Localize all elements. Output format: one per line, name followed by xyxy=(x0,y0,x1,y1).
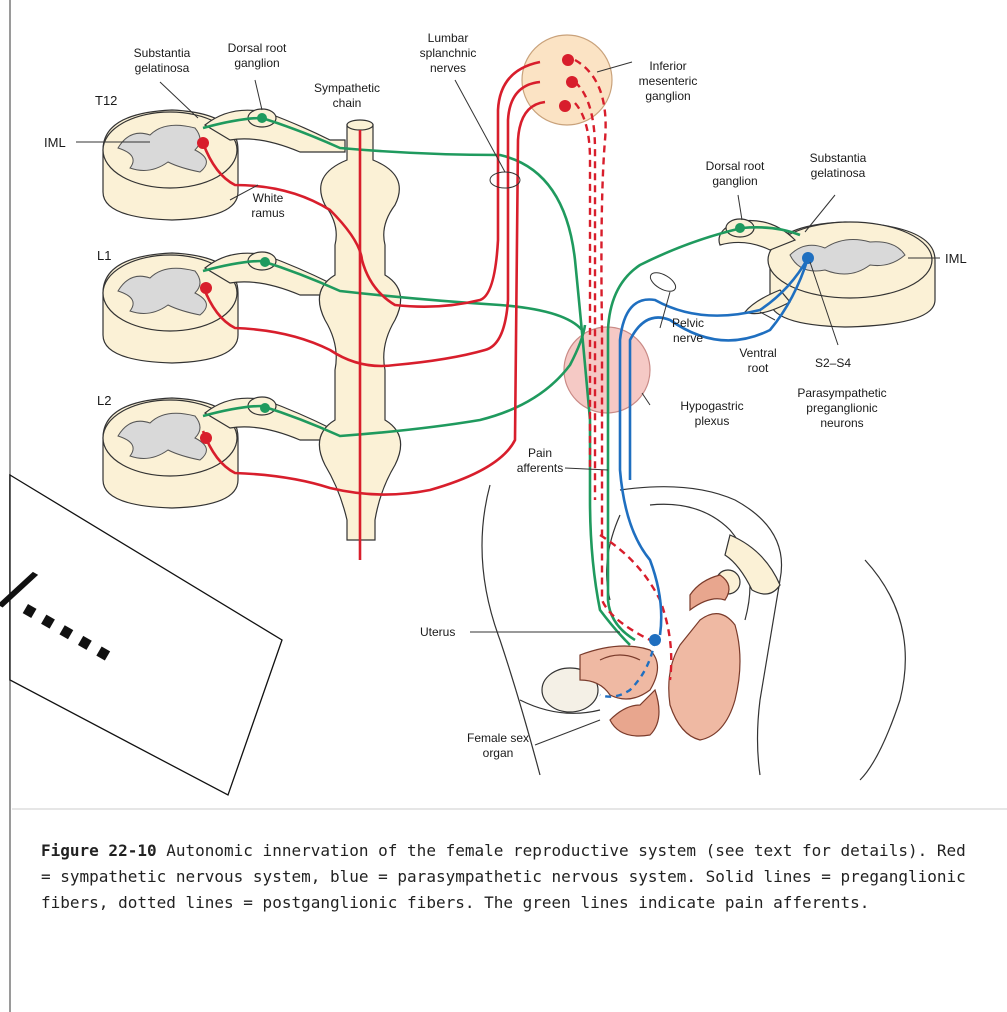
label-iml-right: IML xyxy=(945,251,967,266)
pelvic-nerve-bundle xyxy=(647,269,678,295)
label-iml-left: IML xyxy=(44,135,66,150)
splanchnic-nerve-bundle xyxy=(490,172,520,188)
caption-figure-number: Figure 22-10 xyxy=(41,841,157,860)
label-uterus: Uterus xyxy=(420,625,455,639)
label-t12: T12 xyxy=(95,93,117,108)
label-s2-s4: S2–S4 xyxy=(815,356,851,370)
label-l1: L1 xyxy=(97,248,111,263)
label-l2: L2 xyxy=(97,393,111,408)
overlay-callout: /..... xyxy=(0,475,282,795)
pain-afferent-fibers xyxy=(203,118,800,645)
caption-divider xyxy=(12,808,1007,810)
caption-text: Autonomic innervation of the female repr… xyxy=(41,841,966,912)
figure-caption: Figure 22-10 Autonomic innervation of th… xyxy=(41,838,971,916)
